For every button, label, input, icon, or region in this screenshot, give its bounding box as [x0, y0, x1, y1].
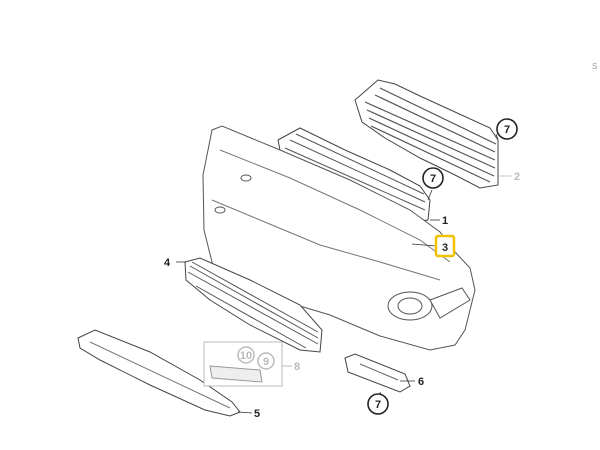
callout-3-highlight[interactable]: 3 [434, 234, 456, 258]
callout-7-top: 7 [496, 118, 518, 140]
callout-10: 10 [240, 350, 252, 362]
svg-text:7: 7 [430, 173, 436, 185]
callout-9: 9 [263, 356, 269, 368]
leader-lines [176, 133, 512, 414]
callout-4: 4 [164, 257, 171, 269]
callout-7-middle: 7 [422, 167, 444, 189]
callout-2: 2 [514, 171, 520, 183]
upper-grille[interactable] [354, 79, 499, 189]
lower-trim[interactable] [77, 329, 241, 417]
bracket-part[interactable] [344, 353, 411, 393]
callout-5: 5 [254, 408, 260, 420]
callout-7-bottom: 7 [367, 393, 389, 415]
callout-3: 3 [442, 242, 448, 254]
callout-1: 1 [442, 215, 448, 227]
part-8-box: 10 9 [203, 341, 292, 387]
lower-grille[interactable] [184, 257, 323, 353]
svg-text:7: 7 [504, 124, 510, 136]
edge-mark: S [592, 62, 598, 71]
svg-text:7: 7 [375, 399, 381, 411]
callout-6: 6 [418, 376, 424, 388]
callout-8: 8 [294, 361, 300, 373]
